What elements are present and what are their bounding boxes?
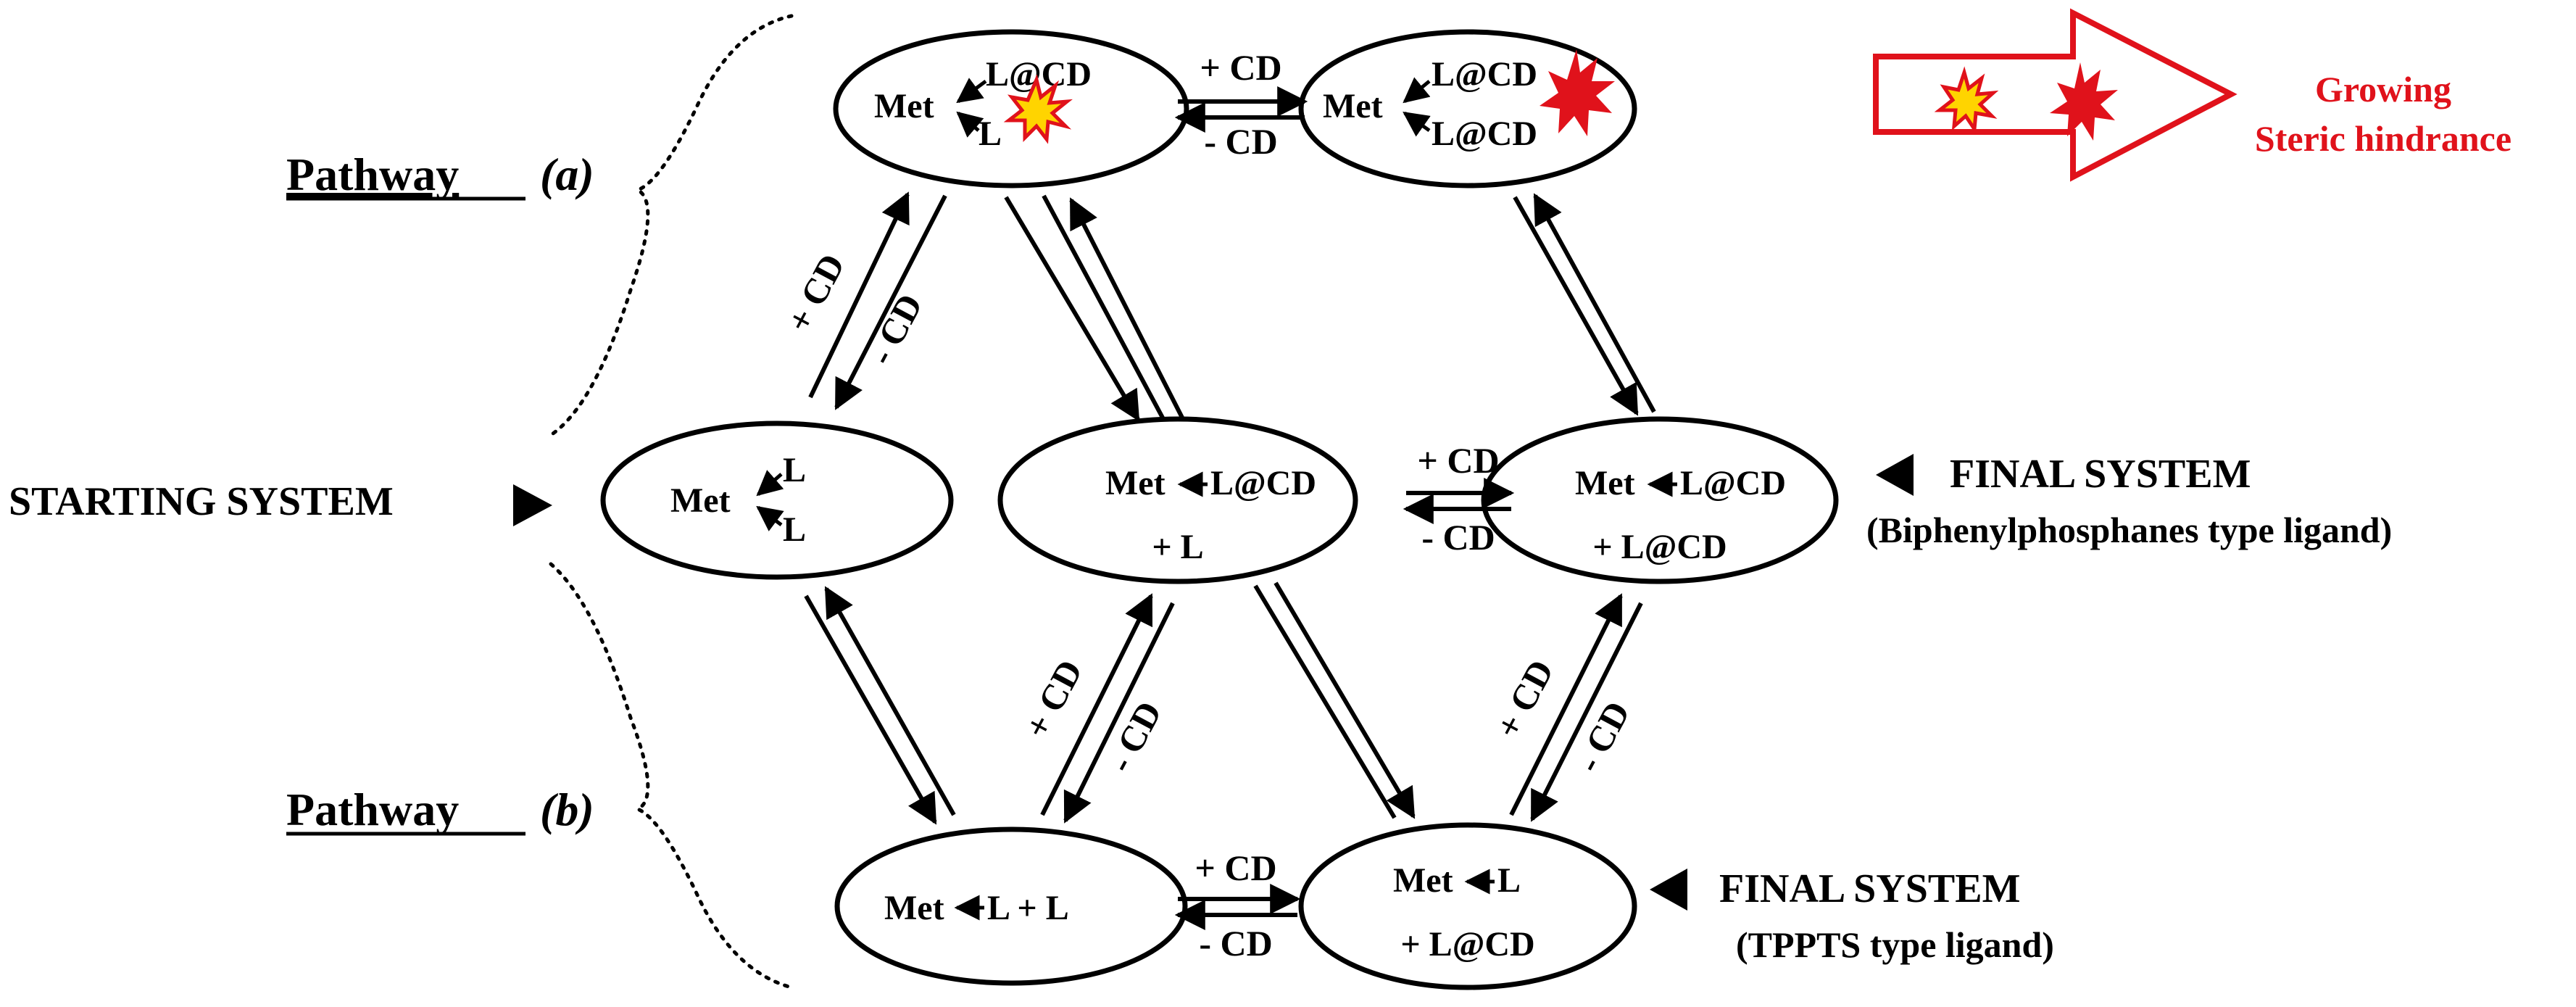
- minus-cd-label: - CD: [1099, 695, 1169, 779]
- met-label: Met: [874, 87, 934, 125]
- equilibrium-line: [1042, 194, 1166, 420]
- equilibrium-forward-arrow: [808, 191, 910, 399]
- node-met-lcd-plus-lcd: [1481, 416, 1839, 584]
- equilibrium-reverse-arrow: [1533, 193, 1656, 413]
- plus-cd-label: + CD: [1200, 47, 1281, 88]
- final-tppts-subtitle: (TPPTS type ligand): [1736, 924, 2054, 965]
- lcd-label: L@CD: [1432, 115, 1537, 153]
- final-tppts-pointer-icon: [1650, 869, 1687, 911]
- small-steric-burst-icon: [1003, 74, 1073, 144]
- large-steric-burst-icon: [1540, 49, 1615, 136]
- node-met-l-l-start: [600, 420, 954, 580]
- met-label: Met: [1575, 464, 1635, 502]
- starting-system-label: STARTING SYSTEM: [9, 479, 394, 524]
- steric-hindrance-arrow-icon: [1873, 8, 2238, 182]
- equilibrium-forward-arrow: [1004, 196, 1140, 422]
- plus-lcd-label: + L@CD: [1592, 528, 1727, 566]
- equilibrium-reverse-arrow: [1063, 602, 1175, 824]
- equilibrium-forward-arrow: [804, 594, 937, 825]
- minus-cd-label: - CD: [1199, 923, 1272, 964]
- plus-cd-label: + CD: [1417, 440, 1499, 481]
- final-tppts-title: FINAL SYSTEM: [1719, 866, 2020, 911]
- l-label: L: [783, 510, 806, 549]
- plus-cd-label: + CD: [1487, 653, 1562, 745]
- minus-cd-label: - CD: [1567, 695, 1637, 779]
- equilibrium-forward-arrow: [1274, 581, 1416, 819]
- l-label: L: [783, 451, 806, 489]
- pathway-b-word: Pathway: [286, 784, 459, 835]
- coord-arrow: [1403, 111, 1431, 137]
- equilibrium-line: [1253, 584, 1397, 819]
- node-met-l-plus-lcd-bottom: [1298, 822, 1637, 990]
- final-biphenyl-title: FINAL SYSTEM: [1950, 452, 2251, 497]
- plus-cd-label: + CD: [1194, 848, 1276, 888]
- coord-arrow: [756, 470, 784, 497]
- equilibrium-reverse-arrow: [1069, 197, 1185, 420]
- starting-system-pointer-icon: [513, 484, 552, 526]
- coord-arrow: [956, 78, 987, 104]
- minus-cd-label: - CD: [1421, 517, 1495, 558]
- pathway-b-brace: [549, 562, 794, 990]
- equilibrium-reverse-arrow: [1530, 602, 1643, 822]
- legend-small-burst-icon: [1934, 66, 1999, 135]
- plus-cd-label: + CD: [1016, 653, 1091, 745]
- equilibrium-forward-arrow: [1513, 196, 1639, 416]
- legend-large-burst-icon: [2050, 62, 2118, 141]
- met-label: Met: [1393, 861, 1453, 900]
- minus-cd-label: - CD: [1204, 121, 1277, 162]
- legend-line2: Steric hindrance: [2255, 118, 2511, 159]
- final-biphenyl-subtitle: (Biphenylphosphanes type ligand): [1866, 510, 2392, 550]
- pathway-a-word: Pathway: [286, 149, 459, 200]
- met-label: Met: [1323, 87, 1383, 125]
- lcd-label: L@CD: [1680, 464, 1786, 502]
- equilibrium-reverse-arrow: [834, 194, 947, 410]
- pathway-a-brace: [549, 14, 794, 437]
- equilibrium-reverse-arrow: [824, 586, 956, 816]
- l-plus-l-label: L + L: [987, 889, 1069, 927]
- pathway-b-letter: (b): [540, 784, 594, 835]
- met-label: Met: [1105, 464, 1166, 502]
- pathway-a-letter: (a): [540, 149, 594, 200]
- l-label: L: [1497, 861, 1521, 900]
- met-label: Met: [670, 481, 731, 520]
- coord-arrow: [956, 111, 984, 138]
- equilibrium-forward-arrow: [1040, 593, 1153, 816]
- l-label: L: [979, 115, 1002, 153]
- coord-arrow: [756, 505, 784, 531]
- plus-l-label: + L: [1152, 528, 1203, 566]
- plus-cd-label: + CD: [778, 247, 853, 339]
- plus-lcd-label: + L@CD: [1400, 925, 1534, 964]
- final-biphenyl-pointer-icon: [1876, 454, 1914, 496]
- lcd-label: L@CD: [1432, 55, 1537, 94]
- lcd-label: L@CD: [1210, 464, 1316, 502]
- node-met-lcd-plus-l: [997, 416, 1358, 584]
- minus-cd-label: - CD: [860, 287, 930, 371]
- coord-arrow: [1403, 77, 1431, 104]
- met-label: Met: [884, 889, 944, 927]
- legend-line1: Growing: [2315, 69, 2451, 109]
- equilibrium-forward-arrow: [1509, 593, 1623, 816]
